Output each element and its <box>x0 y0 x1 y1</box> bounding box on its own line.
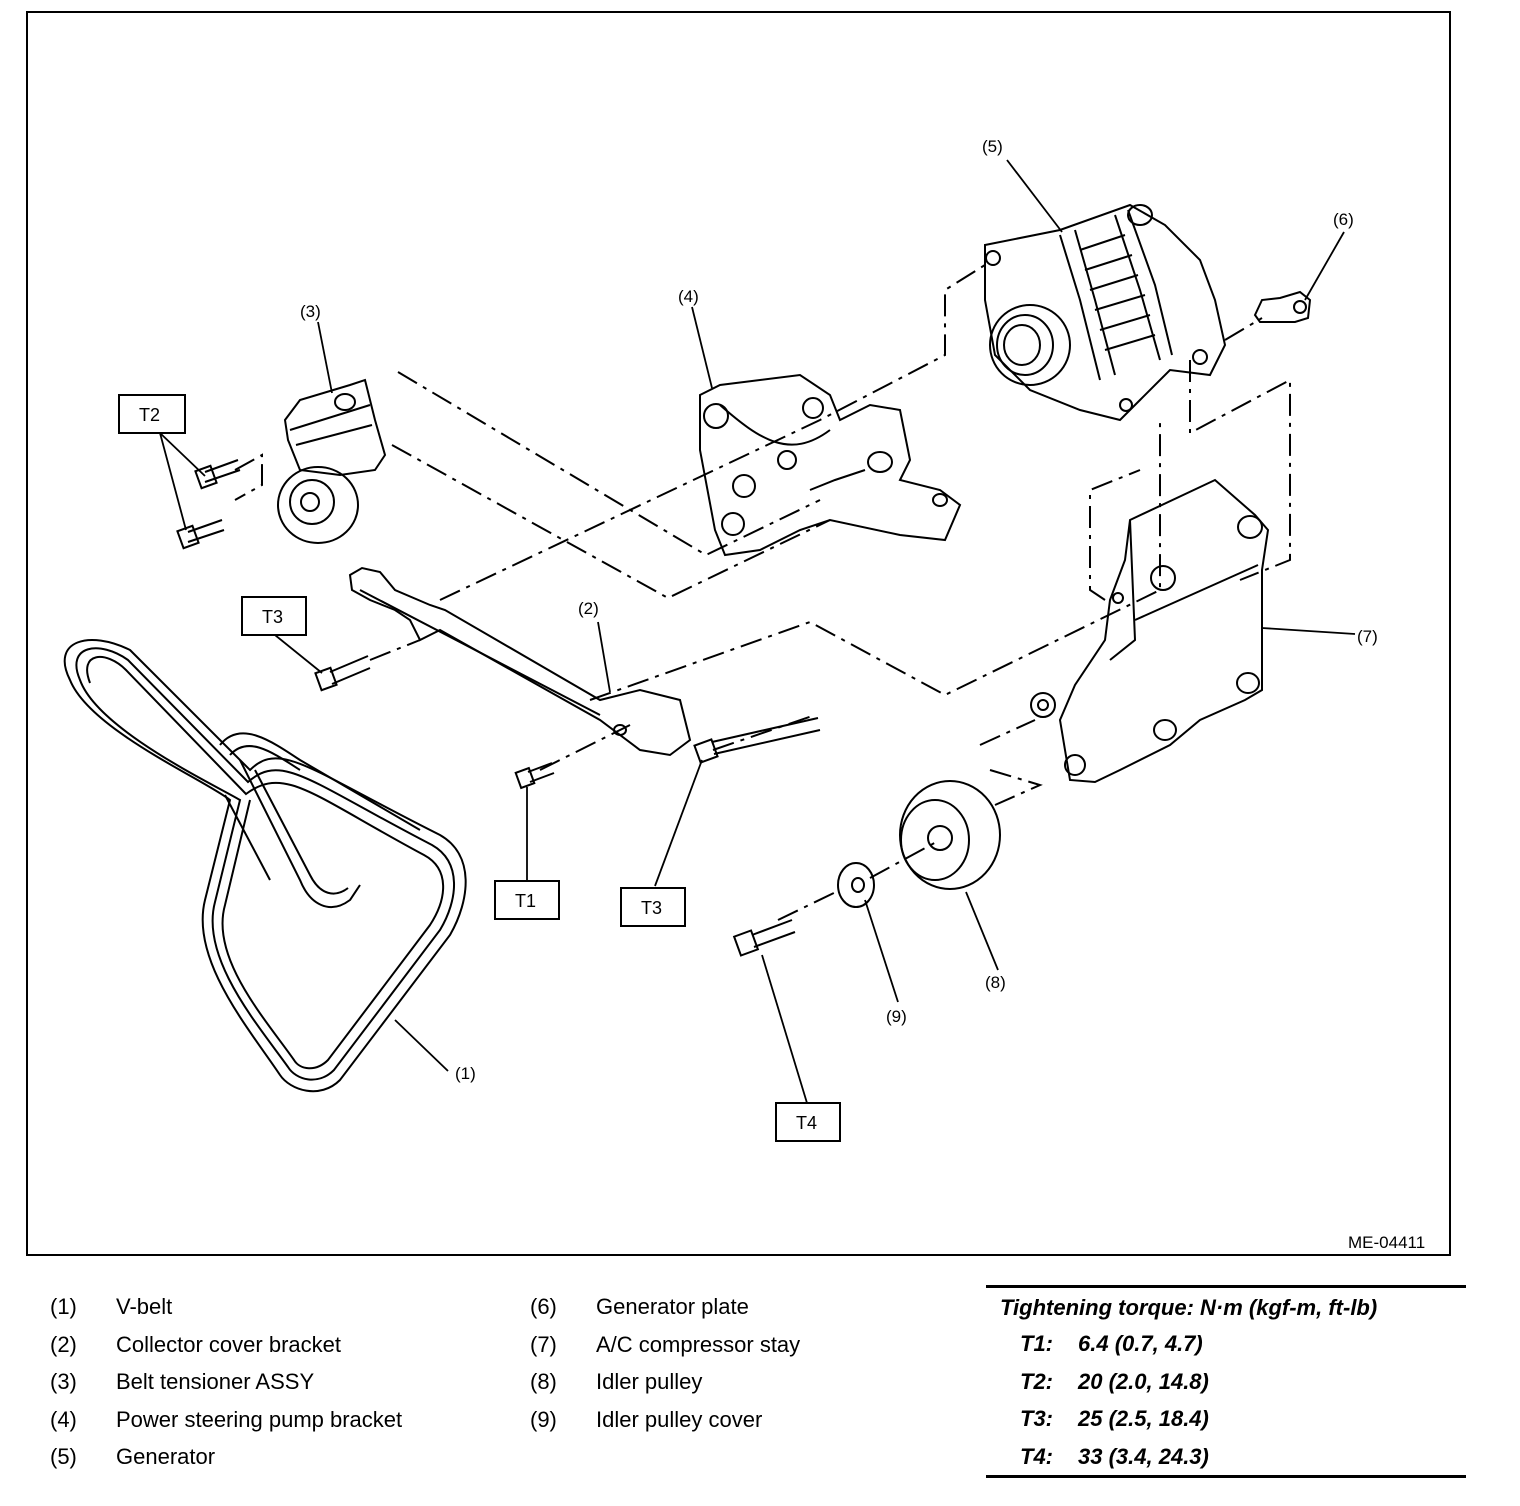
legend-label: Belt tensioner ASSY <box>116 1369 315 1394</box>
bolts <box>314 655 821 957</box>
legend-item: (6) Generator plate <box>530 1288 950 1326</box>
callout-6: (6) <box>1333 210 1354 229</box>
callout-3: (3) <box>300 302 321 321</box>
legend-label: Generator plate <box>596 1294 749 1319</box>
torque-row: T2: 20 (2.0, 14.8) <box>986 1363 1466 1401</box>
torque-table-top-rule <box>986 1285 1466 1288</box>
legend-item: (3) Belt tensioner ASSY <box>50 1363 490 1401</box>
torque-row: T4: 33 (3.4, 24.3) <box>986 1438 1466 1476</box>
v-belt <box>63 639 467 1093</box>
legend-item: (2) Collector cover bracket <box>50 1326 490 1364</box>
torque-tag-t1: T1 <box>515 891 536 911</box>
image-code: ME-04411 <box>1348 1233 1425 1252</box>
legend-item: (1) V-belt <box>50 1288 490 1326</box>
legend-item: (9) Idler pulley cover <box>530 1401 950 1439</box>
torque-tag-t2: T2 <box>139 405 160 425</box>
torque-value: 33 (3.4, 24.3) <box>1078 1443 1209 1469</box>
torque-id: T1: <box>1020 1331 1053 1356</box>
legend-item: (7) A/C compressor stay <box>530 1326 950 1364</box>
callout-8: (8) <box>985 973 1006 992</box>
generator <box>984 203 1227 422</box>
legend-label: A/C compressor stay <box>596 1331 801 1357</box>
callout-2: (2) <box>578 599 599 618</box>
legend-number: (1) <box>50 1294 77 1319</box>
torque-row: T1: 6.4 (0.7, 4.7) <box>986 1325 1466 1363</box>
torque-tag-boxes <box>118 394 841 1142</box>
legend-number: (6) <box>530 1294 557 1319</box>
legend-label: Power steering pump bracket <box>116 1406 403 1432</box>
legend-column-left: (1) V-belt (2) Collector cover bracket (… <box>50 1288 490 1476</box>
legend-label: Generator <box>116 1444 216 1469</box>
torque-id: T3: <box>1020 1406 1053 1431</box>
torque-value: 20 (2.0, 14.8) <box>1078 1368 1209 1394</box>
torque-value: 6.4 (0.7, 4.7) <box>1078 1331 1203 1356</box>
exploded-view-diagram: (5) (6) (3) (4) (2) (7) (1) (8) (9) T2 T… <box>63 137 1425 1252</box>
legend-label: Idler pulley cover <box>596 1406 763 1432</box>
legend-number: (5) <box>50 1444 77 1469</box>
legend-label: V-belt <box>116 1294 173 1319</box>
torque-id: T4: <box>1020 1443 1053 1469</box>
callout-4: (4) <box>678 287 699 306</box>
callout-7: (7) <box>1357 627 1378 646</box>
ac-compressor-stay <box>1030 478 1270 784</box>
diagram-frame <box>26 11 1451 1256</box>
callout-5: (5) <box>982 137 1003 156</box>
legend-number: (7) <box>530 1331 557 1357</box>
generator-plate <box>1253 290 1312 323</box>
legend-number: (9) <box>530 1406 557 1432</box>
torque-table-bottom-rule <box>986 1475 1466 1478</box>
legend-item: (4) Power steering pump bracket <box>50 1401 490 1439</box>
legend-number: (3) <box>50 1369 77 1394</box>
torque-tag-t4: T4 <box>796 1113 817 1133</box>
idler-pulley-cover <box>837 862 875 908</box>
assembly-lines <box>234 264 1291 921</box>
torque-table: Tightening torque: N·m (kgf-m, ft-lb) T1… <box>986 1285 1466 1478</box>
legend-item: (8) Idler pulley <box>530 1363 950 1401</box>
legend-label: Collector cover bracket <box>116 1331 341 1357</box>
torque-row: T3: 25 (2.5, 18.4) <box>986 1400 1466 1438</box>
torque-table-title: Tightening torque: N·m (kgf-m, ft-lb) <box>1000 1295 1378 1320</box>
idler-pulley <box>899 780 1001 890</box>
legend-label: Idler pulley <box>596 1369 703 1394</box>
torque-id: T2: <box>1020 1368 1053 1394</box>
belt-tensioner-assy <box>176 378 387 550</box>
legend-column-right: (6) Generator plate (7) A/C compressor s… <box>530 1288 950 1438</box>
leader-lines <box>159 159 1356 1104</box>
callout-1: (1) <box>455 1064 476 1083</box>
callout-9: (9) <box>886 1007 907 1026</box>
torque-value: 25 (2.5, 18.4) <box>1078 1406 1209 1431</box>
torque-tag-t3-upper: T3 <box>262 607 283 627</box>
legend-number: (8) <box>530 1369 557 1394</box>
power-steering-pump-bracket <box>699 373 962 557</box>
legend-number: (4) <box>50 1406 77 1432</box>
legend-item: (5) Generator <box>50 1438 490 1476</box>
collector-cover-bracket <box>348 566 692 757</box>
torque-tag-t3-lower: T3 <box>641 898 662 918</box>
legend-number: (2) <box>50 1331 77 1357</box>
